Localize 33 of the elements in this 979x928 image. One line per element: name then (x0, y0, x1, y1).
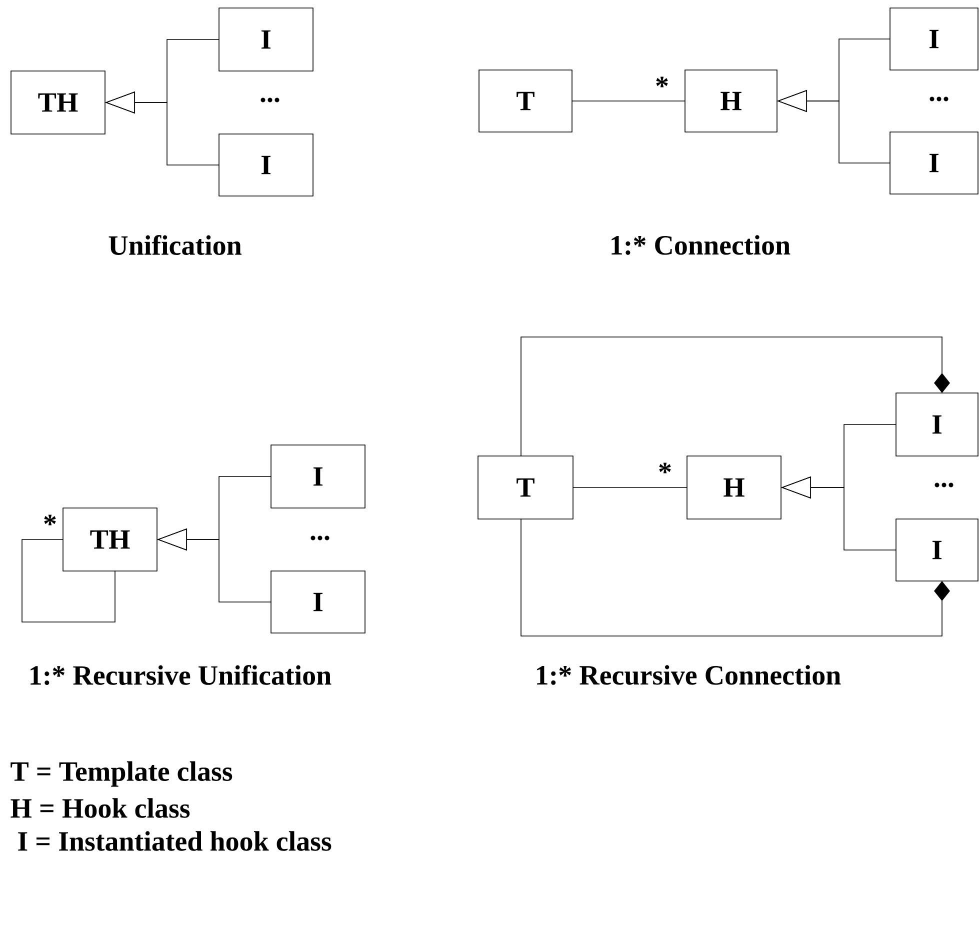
multiplicity-label: * (44, 514, 56, 526)
class-box: I (890, 8, 978, 70)
class-box: TH (62, 508, 158, 572)
class-box: TH (10, 70, 106, 134)
note: T = Template class (10, 761, 232, 787)
ellipsis: ... (930, 96, 948, 102)
association-line (572, 100, 686, 102)
class-box: I (890, 132, 978, 194)
class-box: I (270, 570, 366, 634)
self-association-line (22, 539, 116, 622)
class-box: I (218, 134, 314, 196)
class-box: H (686, 456, 782, 520)
class-box: T (478, 70, 572, 132)
class-box: I (218, 8, 314, 72)
ellipsis: ... (934, 482, 954, 488)
multiplicity-label: * (656, 76, 668, 88)
multiplicity-label: * (659, 462, 671, 474)
class-box: T (478, 456, 574, 520)
ellipsis: ... (260, 98, 280, 102)
class-box: I (896, 518, 978, 582)
composition-line (520, 518, 950, 636)
caption: Unification (108, 235, 242, 255)
caption: 1:* Recursive Connection (537, 665, 841, 685)
class-box: I (270, 444, 366, 508)
note: I = Instantiated hook class (18, 831, 332, 851)
ellipsis: ... (310, 536, 330, 540)
association-line (572, 487, 688, 488)
composition-line (520, 336, 950, 456)
class-box: I (896, 392, 978, 456)
class-box: H (684, 70, 778, 132)
note: H = Hook class (10, 798, 190, 818)
caption: 1:* Recursive Unification (30, 664, 332, 686)
caption: 1:* Connection (612, 235, 790, 255)
